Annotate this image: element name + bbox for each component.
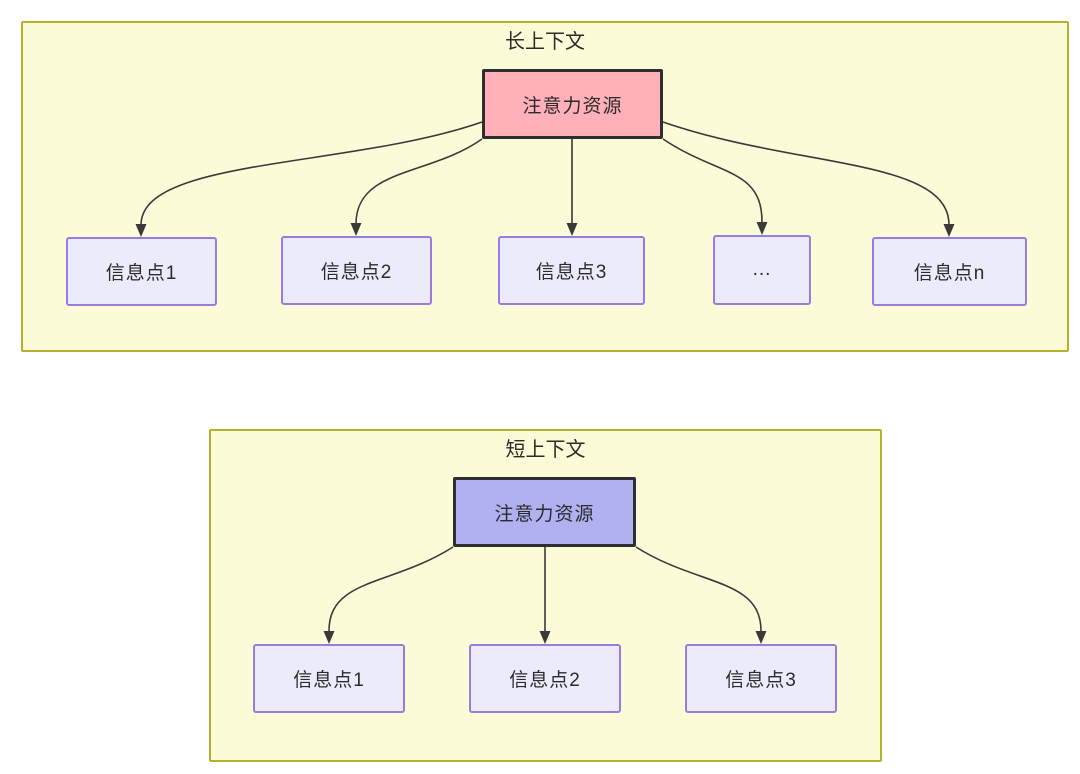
short-context-title: 短上下文: [505, 439, 586, 461]
long-info-node-3-label: 信息点3: [535, 262, 608, 283]
long-info-node-ellipsis-label: ...: [752, 259, 772, 280]
short-info-node-1-label: 信息点1: [293, 670, 365, 691]
long-info-node-1: 信息点1: [66, 237, 217, 306]
short-info-node-3-label: 信息点3: [725, 670, 797, 691]
short-info-node-2-label: 信息点2: [509, 670, 581, 691]
long-attention-resource-label: 注意力资源: [522, 95, 623, 117]
long-attention-resource-node: 注意力资源: [482, 69, 663, 139]
long-info-node-3: 信息点3: [498, 236, 645, 305]
long-info-node-ellipsis: ...: [713, 235, 811, 305]
short-info-node-3: 信息点3: [685, 644, 837, 713]
long-info-node-1-label: 信息点1: [105, 263, 178, 284]
short-attention-resource-label: 注意力资源: [494, 503, 595, 525]
short-attention-resource-node: 注意力资源: [453, 477, 636, 547]
long-info-node-2-label: 信息点2: [320, 262, 393, 283]
short-info-node-2: 信息点2: [469, 644, 621, 713]
short-info-node-1: 信息点1: [253, 644, 405, 713]
long-info-node-n-label: 信息点n: [913, 263, 986, 284]
long-info-node-2: 信息点2: [281, 236, 432, 305]
long-context-title: 长上下文: [505, 31, 585, 53]
long-info-node-n: 信息点n: [872, 237, 1027, 306]
